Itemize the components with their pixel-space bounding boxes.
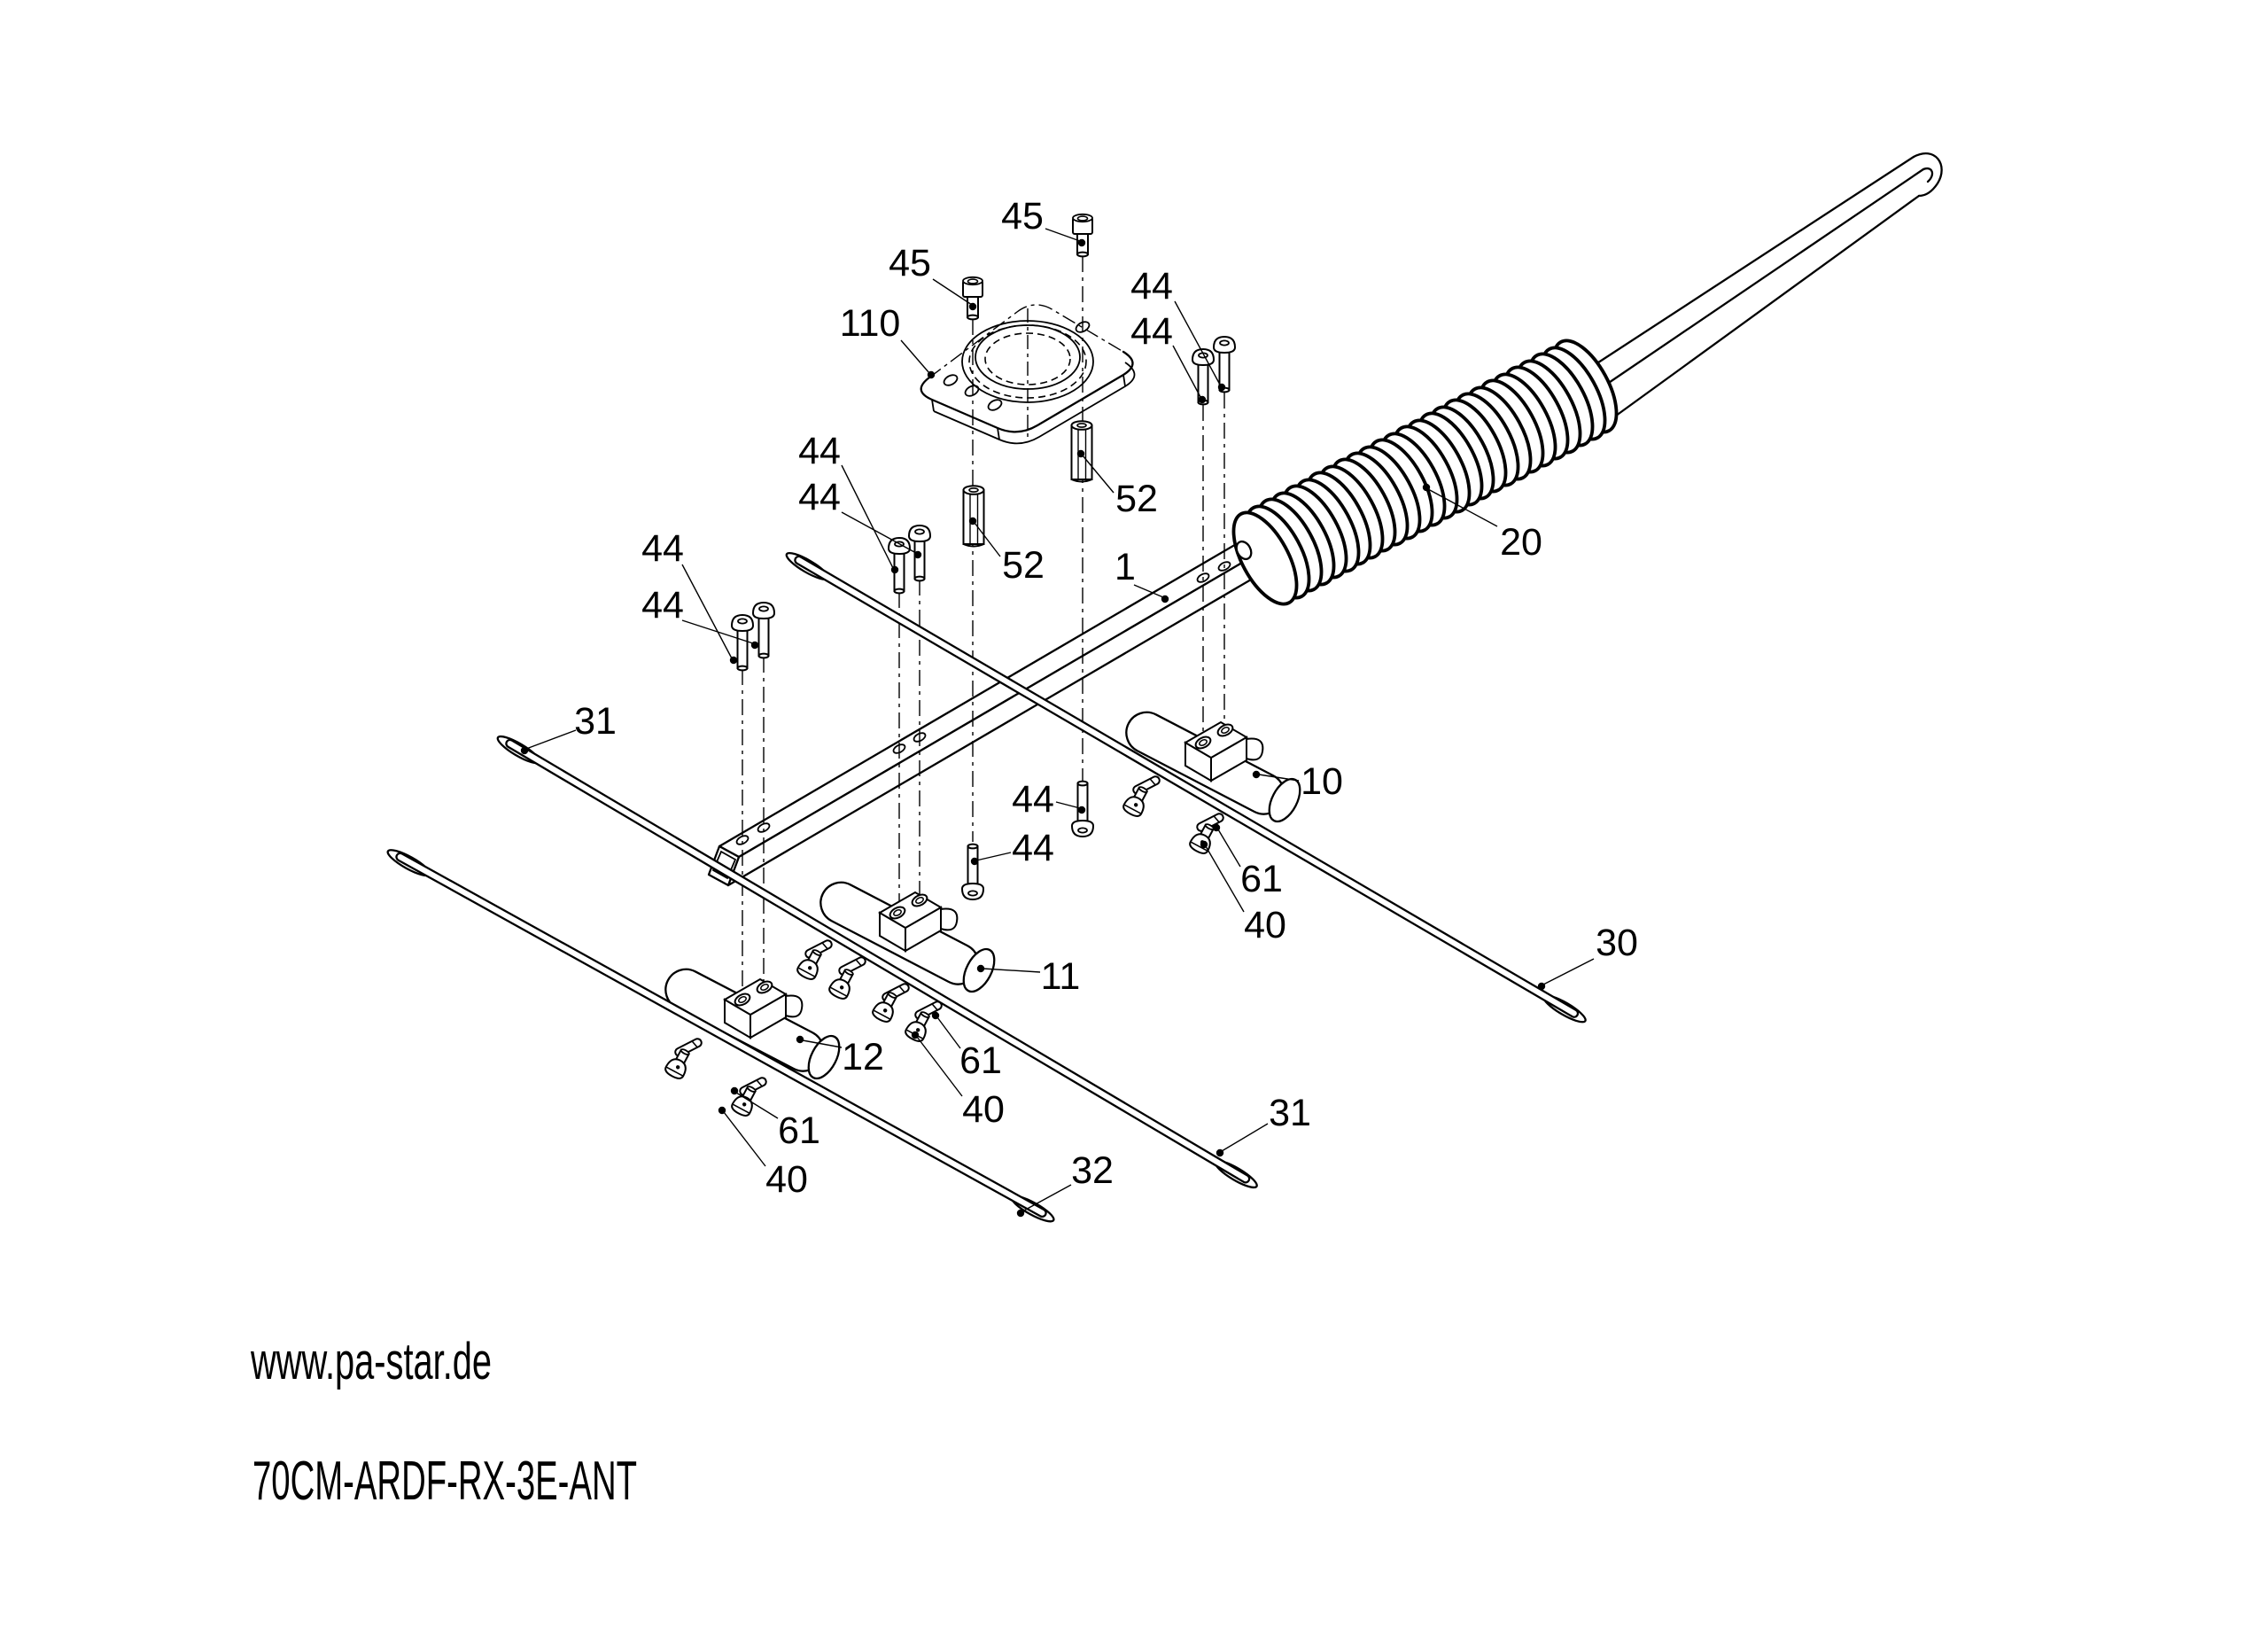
svg-text:44: 44 [641, 527, 684, 570]
svg-text:61: 61 [778, 1109, 820, 1152]
callout-30: 30 [1537, 922, 1638, 991]
screw-44-holder10-b [1213, 336, 1236, 393]
callout-110: 110 [840, 302, 936, 379]
callout-44-midleft-b: 44 [798, 476, 922, 559]
boom-screw-holes [735, 561, 1231, 845]
callout-31-upper: 31 [520, 700, 617, 755]
svg-text:44: 44 [1012, 827, 1054, 869]
screw-44-holder12-b [752, 602, 775, 659]
svg-text:44: 44 [641, 584, 684, 627]
callout-10: 10 [1252, 760, 1343, 803]
model-number-text: 70CM-ARDF-RX-3E-ANT [252, 1451, 637, 1512]
callout-44-topright-b: 44 [1130, 310, 1207, 404]
callouts: 45 45 110 44 44 52 52 1 [520, 195, 1638, 1218]
callout-1: 1 [1115, 546, 1169, 603]
callout-44-mid-b: 44 [970, 827, 1054, 869]
element-rod-30 [785, 551, 1587, 1024]
callout-40-holder12: 40 [718, 1106, 808, 1201]
svg-text:44: 44 [1012, 778, 1054, 821]
element-rod-31 [496, 735, 1258, 1189]
callout-44-topright-a: 44 [1130, 265, 1226, 392]
callout-52-right: 52 [1076, 449, 1158, 520]
assembly-centerlines [742, 256, 1225, 998]
svg-text:61: 61 [959, 1039, 1002, 1082]
callout-44-mid-a: 44 [1012, 778, 1086, 821]
svg-text:31: 31 [1269, 1092, 1311, 1134]
callout-11: 11 [976, 955, 1081, 998]
cap-screw-45-left [962, 276, 983, 321]
callout-32: 32 [1016, 1149, 1114, 1218]
callout-12: 12 [796, 1035, 884, 1078]
mounting-plate [920, 304, 1136, 445]
callout-20: 20 [1422, 483, 1542, 564]
callout-61-holder11: 61 [931, 1011, 1002, 1082]
plate-holes [943, 321, 1091, 411]
callout-44-lowleft-b: 44 [641, 584, 759, 650]
svg-text:44: 44 [798, 476, 841, 518]
screw-44-bottom-left [961, 843, 984, 900]
callout-40-holder11: 40 [911, 1031, 1005, 1131]
svg-text:45: 45 [889, 242, 931, 284]
element-rod-32 [386, 849, 1055, 1223]
callout-61-holder10: 61 [1212, 823, 1283, 900]
svg-text:40: 40 [1244, 904, 1286, 946]
svg-text:44: 44 [1130, 310, 1173, 353]
svg-text:1: 1 [1115, 546, 1136, 588]
svg-text:20: 20 [1500, 521, 1542, 564]
callout-45-left: 45 [889, 242, 977, 311]
handle-loop-rod [1591, 152, 1943, 420]
svg-text:44: 44 [798, 430, 841, 472]
svg-text:31: 31 [574, 700, 617, 743]
website-text: www.pa-star.de [250, 1333, 492, 1390]
svg-text:12: 12 [842, 1036, 884, 1078]
svg-text:40: 40 [765, 1158, 808, 1201]
svg-text:11: 11 [1041, 955, 1081, 998]
svg-text:10: 10 [1301, 760, 1343, 803]
svg-text:52: 52 [1115, 478, 1158, 520]
callout-61-holder12: 61 [730, 1086, 820, 1152]
callout-45-right: 45 [1001, 195, 1086, 247]
cap-screw-45-right [1072, 213, 1093, 258]
svg-text:61: 61 [1240, 858, 1283, 900]
callout-44-midleft-a: 44 [798, 430, 899, 574]
svg-text:45: 45 [1001, 195, 1044, 237]
svg-text:32: 32 [1071, 1149, 1114, 1192]
callout-40-holder10: 40 [1200, 840, 1286, 946]
hex-spacer-left [962, 485, 985, 548]
svg-text:30: 30 [1596, 922, 1638, 964]
element-holder-12 [657, 961, 847, 1085]
callout-44-lowleft-a: 44 [641, 527, 738, 665]
svg-text:44: 44 [1130, 265, 1173, 307]
svg-text:110: 110 [840, 302, 901, 345]
svg-text:52: 52 [1002, 544, 1045, 587]
callout-52-left: 52 [968, 517, 1045, 587]
callout-31-lower: 31 [1216, 1092, 1311, 1157]
svg-text:40: 40 [962, 1088, 1005, 1131]
coil-spring-grip [1231, 339, 1619, 606]
